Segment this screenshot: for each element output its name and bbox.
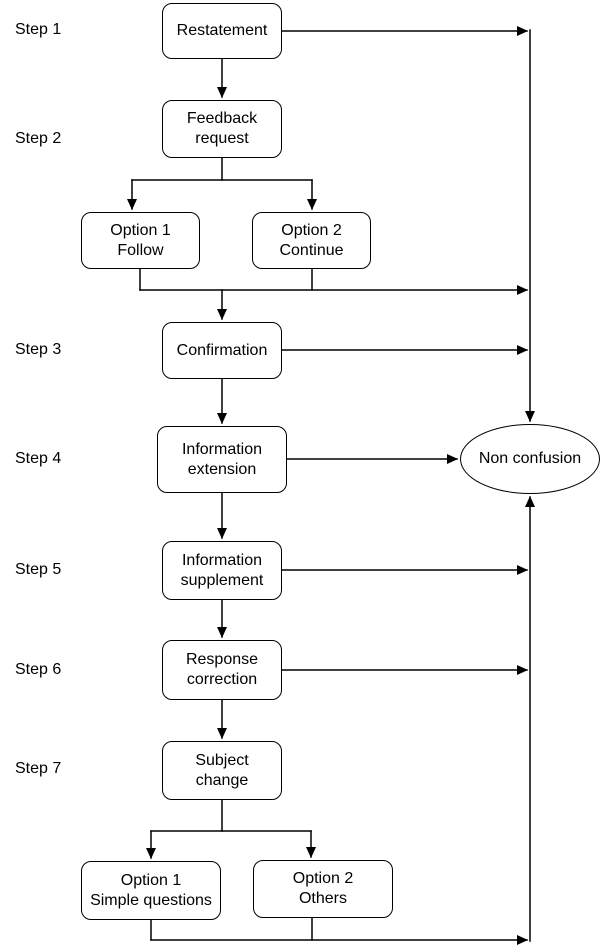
step-label-1: Step 1: [15, 21, 62, 38]
node-restatement: Restatement: [162, 3, 282, 59]
node-non-confusion: Non confusion: [460, 424, 600, 494]
node-option2-others: Option 2 Others: [253, 860, 393, 918]
node-option1-simple-questions: Option 1 Simple questions: [81, 861, 221, 920]
node-option1-follow: Option 1 Follow: [81, 212, 200, 269]
step-label-3: Step 3: [15, 341, 62, 358]
step-label-6: Step 6: [15, 661, 62, 678]
step-label-7: Step 7: [15, 760, 62, 777]
node-information-supplement: Information supplement: [162, 541, 282, 600]
node-response-correction: Response correction: [162, 640, 282, 700]
step-label-5: Step 5: [15, 561, 62, 578]
step-label-4: Step 4: [15, 450, 62, 467]
flow-edges: [127, 26, 535, 945]
node-option2-continue: Option 2 Continue: [252, 212, 371, 269]
node-feedback-request: Feedback request: [162, 100, 282, 158]
node-subject-change: Subject change: [162, 741, 282, 800]
node-information-extension: Information extension: [157, 426, 287, 493]
step-label-2: Step 2: [15, 130, 62, 147]
node-confirmation: Confirmation: [162, 322, 282, 379]
